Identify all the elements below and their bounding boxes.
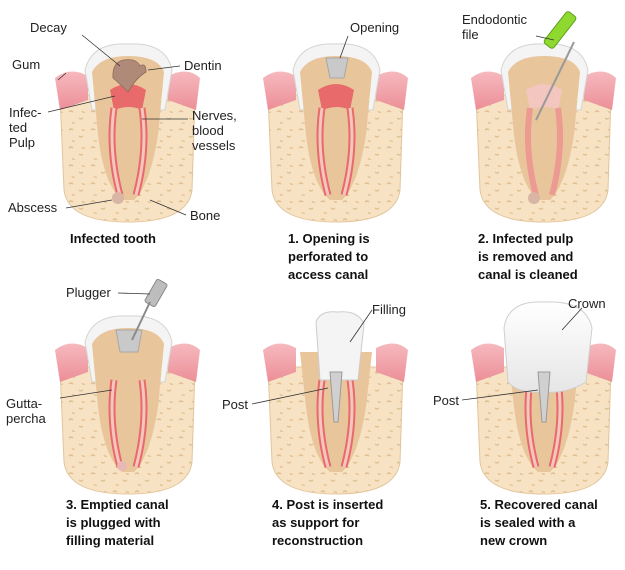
gum bbox=[584, 343, 616, 382]
label-gutta-percha: Gutta- percha bbox=[6, 396, 46, 426]
gum bbox=[168, 343, 200, 382]
caption-step-5: 5. Recovered canal is sealed with a new … bbox=[480, 497, 598, 548]
dentin bbox=[92, 328, 164, 472]
abscess bbox=[528, 192, 540, 204]
caption-infected-tooth: Infected tooth bbox=[70, 231, 156, 246]
pulp-chamber bbox=[110, 84, 146, 110]
dentin bbox=[508, 56, 580, 200]
label-crown: Crown bbox=[568, 296, 606, 311]
gum bbox=[55, 343, 88, 382]
post bbox=[537, 371, 551, 423]
endodontic-file bbox=[535, 41, 575, 121]
plugger bbox=[144, 278, 168, 308]
caption-step-1: 1. Opening is perforated to access canal bbox=[288, 231, 370, 282]
label-decay: Decay bbox=[30, 20, 67, 35]
label-post: Post bbox=[433, 393, 460, 408]
gum bbox=[376, 343, 408, 382]
gum bbox=[471, 343, 504, 382]
label-plugger: Plugger bbox=[66, 285, 111, 300]
canal-light bbox=[110, 107, 146, 196]
label-bone: Bone bbox=[190, 208, 221, 223]
gum bbox=[263, 343, 296, 382]
post bbox=[329, 371, 343, 423]
label-post: Post bbox=[222, 397, 249, 412]
gum bbox=[471, 71, 504, 110]
label-nerves-blood-vessels: Nerves, blood vessels bbox=[192, 108, 237, 153]
label-filling: Filling bbox=[372, 302, 406, 317]
label-opening: Opening bbox=[350, 20, 400, 35]
cleaned-chamber bbox=[526, 84, 562, 110]
gum bbox=[263, 71, 296, 110]
temporary-filling bbox=[115, 329, 143, 353]
gum bbox=[584, 71, 616, 110]
gum bbox=[168, 71, 200, 110]
panel-crown bbox=[461, 301, 616, 495]
dentin bbox=[300, 56, 372, 200]
caption-step-4: 4. Post is inserted as support for recon… bbox=[272, 497, 384, 548]
panel-infected-tooth bbox=[47, 34, 200, 223]
panel-post bbox=[251, 309, 408, 495]
label-infected-pulp: Infec- ted Pulp bbox=[9, 105, 42, 150]
gum bbox=[55, 71, 88, 110]
dentin bbox=[92, 56, 164, 200]
label-gum: Gum bbox=[12, 57, 41, 72]
label-dentin: Dentin bbox=[184, 58, 222, 73]
label-endodontic-file: Endodontic file bbox=[462, 12, 528, 42]
abscess bbox=[112, 192, 124, 204]
decay bbox=[112, 59, 147, 93]
gum bbox=[376, 71, 408, 110]
caption-step-2: 2. Infected pulp is removed and canal is… bbox=[478, 231, 578, 282]
panel-plugged bbox=[55, 278, 200, 495]
label-abscess: Abscess bbox=[8, 200, 58, 215]
pulp-chamber bbox=[318, 84, 354, 110]
filling-buildup bbox=[315, 311, 365, 381]
caption-step-3: 3. Emptied canal is plugged with filling… bbox=[66, 497, 169, 548]
panel-opening bbox=[263, 35, 408, 223]
panel-cleaned bbox=[471, 11, 616, 223]
access-opening bbox=[325, 57, 349, 79]
